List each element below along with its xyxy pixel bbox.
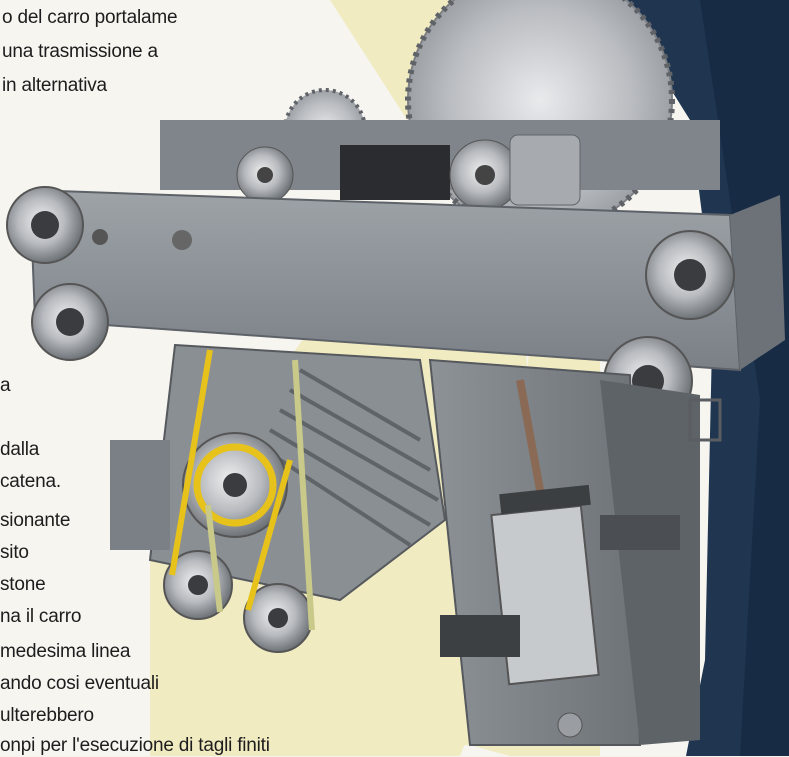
electric-motor <box>110 343 447 602</box>
caption-left-line-10: ulterebbero <box>0 705 94 726</box>
motor-block <box>340 145 450 200</box>
caption-left-line-11: onpi per l'esecuzione di tagli finiti <box>0 735 270 756</box>
caption-left-line-2: dalla <box>0 439 40 460</box>
caption-left-line-4: sionante <box>0 510 71 531</box>
caption-top-line-3: in alternativa <box>2 75 107 96</box>
caption-left-line-9: ando cosi eventuali <box>0 673 159 694</box>
caption-left-line-3: catena. <box>0 471 61 492</box>
caption-top-line-1: o del carro portalame <box>2 7 178 28</box>
caption-top-line-2: una trasmissione a <box>2 41 158 62</box>
caption-left-line-1: a <box>0 375 11 396</box>
caption-left-line-6: stone <box>0 574 46 595</box>
caption-left-line-8: medesima linea <box>0 641 131 662</box>
main-beam <box>28 188 785 372</box>
caption-left-line-7: na il carro <box>0 606 82 627</box>
sensor-bracket <box>600 515 680 550</box>
limit-switch <box>440 615 520 657</box>
drive-belts <box>169 349 315 631</box>
caption-left-line-5: sito <box>0 542 29 563</box>
